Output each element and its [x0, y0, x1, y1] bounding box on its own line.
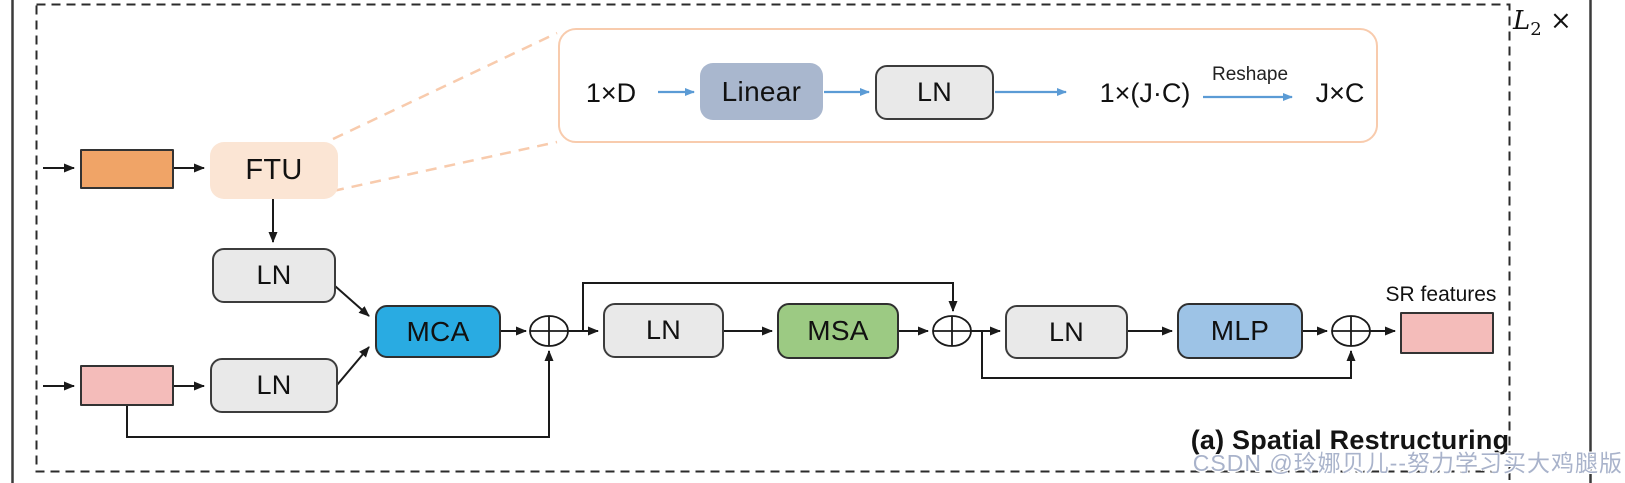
ln-top-block: LN: [212, 248, 336, 303]
loop-count-label: L2 ×: [1513, 6, 1572, 40]
sr-features-label: SR features: [1385, 283, 1497, 306]
skip-connection-pink-residual: [126, 350, 554, 438]
loop-count-times: ×: [1549, 6, 1572, 36]
inset-ln-block: LN: [875, 65, 994, 120]
ln-bottom-block: LN: [210, 358, 338, 413]
msa-block: MSA: [777, 303, 899, 359]
csdn-watermark: CSDN @玲娜贝儿--努力学习买大鸡腿版: [1192, 450, 1623, 476]
input-token-pink: [80, 365, 174, 406]
ln-after-msa-block: LN: [1005, 305, 1128, 359]
arrow-ln-bottom-to-mca: [336, 346, 370, 386]
inset-callout-line-top: [332, 31, 558, 141]
ln-after-mca-block: LN: [603, 303, 724, 358]
skip-connection-msa: [582, 282, 958, 331]
dashed-loop-border: [35, 3, 1511, 473]
add-node-1: [529, 315, 569, 347]
skip-connection-mlp: [981, 331, 1356, 379]
inset-linear-block: Linear: [700, 63, 823, 120]
sr-features-token: [1400, 312, 1494, 354]
inset-reshape-label: Reshape: [1211, 64, 1289, 85]
ftu-detail-inset-frame: [558, 28, 1378, 143]
loop-count-base: L: [1513, 6, 1531, 36]
inset-output-dim-label: J×C: [1315, 78, 1365, 108]
inset-mid-dim-label: 1×(J·C): [1099, 78, 1191, 108]
add-node-2: [932, 315, 972, 347]
arrow-ln-top-to-mca: [334, 285, 370, 317]
inset-callout-line-bottom: [332, 140, 558, 193]
loop-count-sub: 2: [1530, 19, 1542, 41]
add-node-3: [1331, 315, 1371, 347]
mca-block: MCA: [375, 305, 501, 358]
ftu-block: FTU: [210, 142, 338, 199]
figure-caption: (a) Spatial Restructuring: [1190, 425, 1510, 455]
inset-input-dim-label: 1×D: [585, 78, 637, 108]
input-token-orange: [80, 149, 174, 189]
mlp-block: MLP: [1177, 303, 1303, 359]
